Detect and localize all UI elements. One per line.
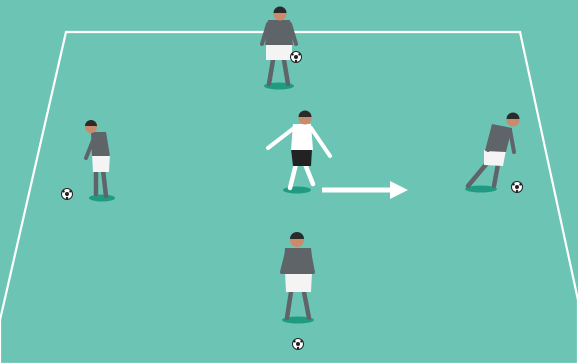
player-shadow: [89, 195, 115, 202]
player-shadow: [283, 187, 311, 194]
ball-icon: [291, 52, 302, 63]
ball-icon: [293, 339, 304, 350]
ball-icon: [512, 182, 523, 193]
ball-icon: [62, 189, 73, 200]
